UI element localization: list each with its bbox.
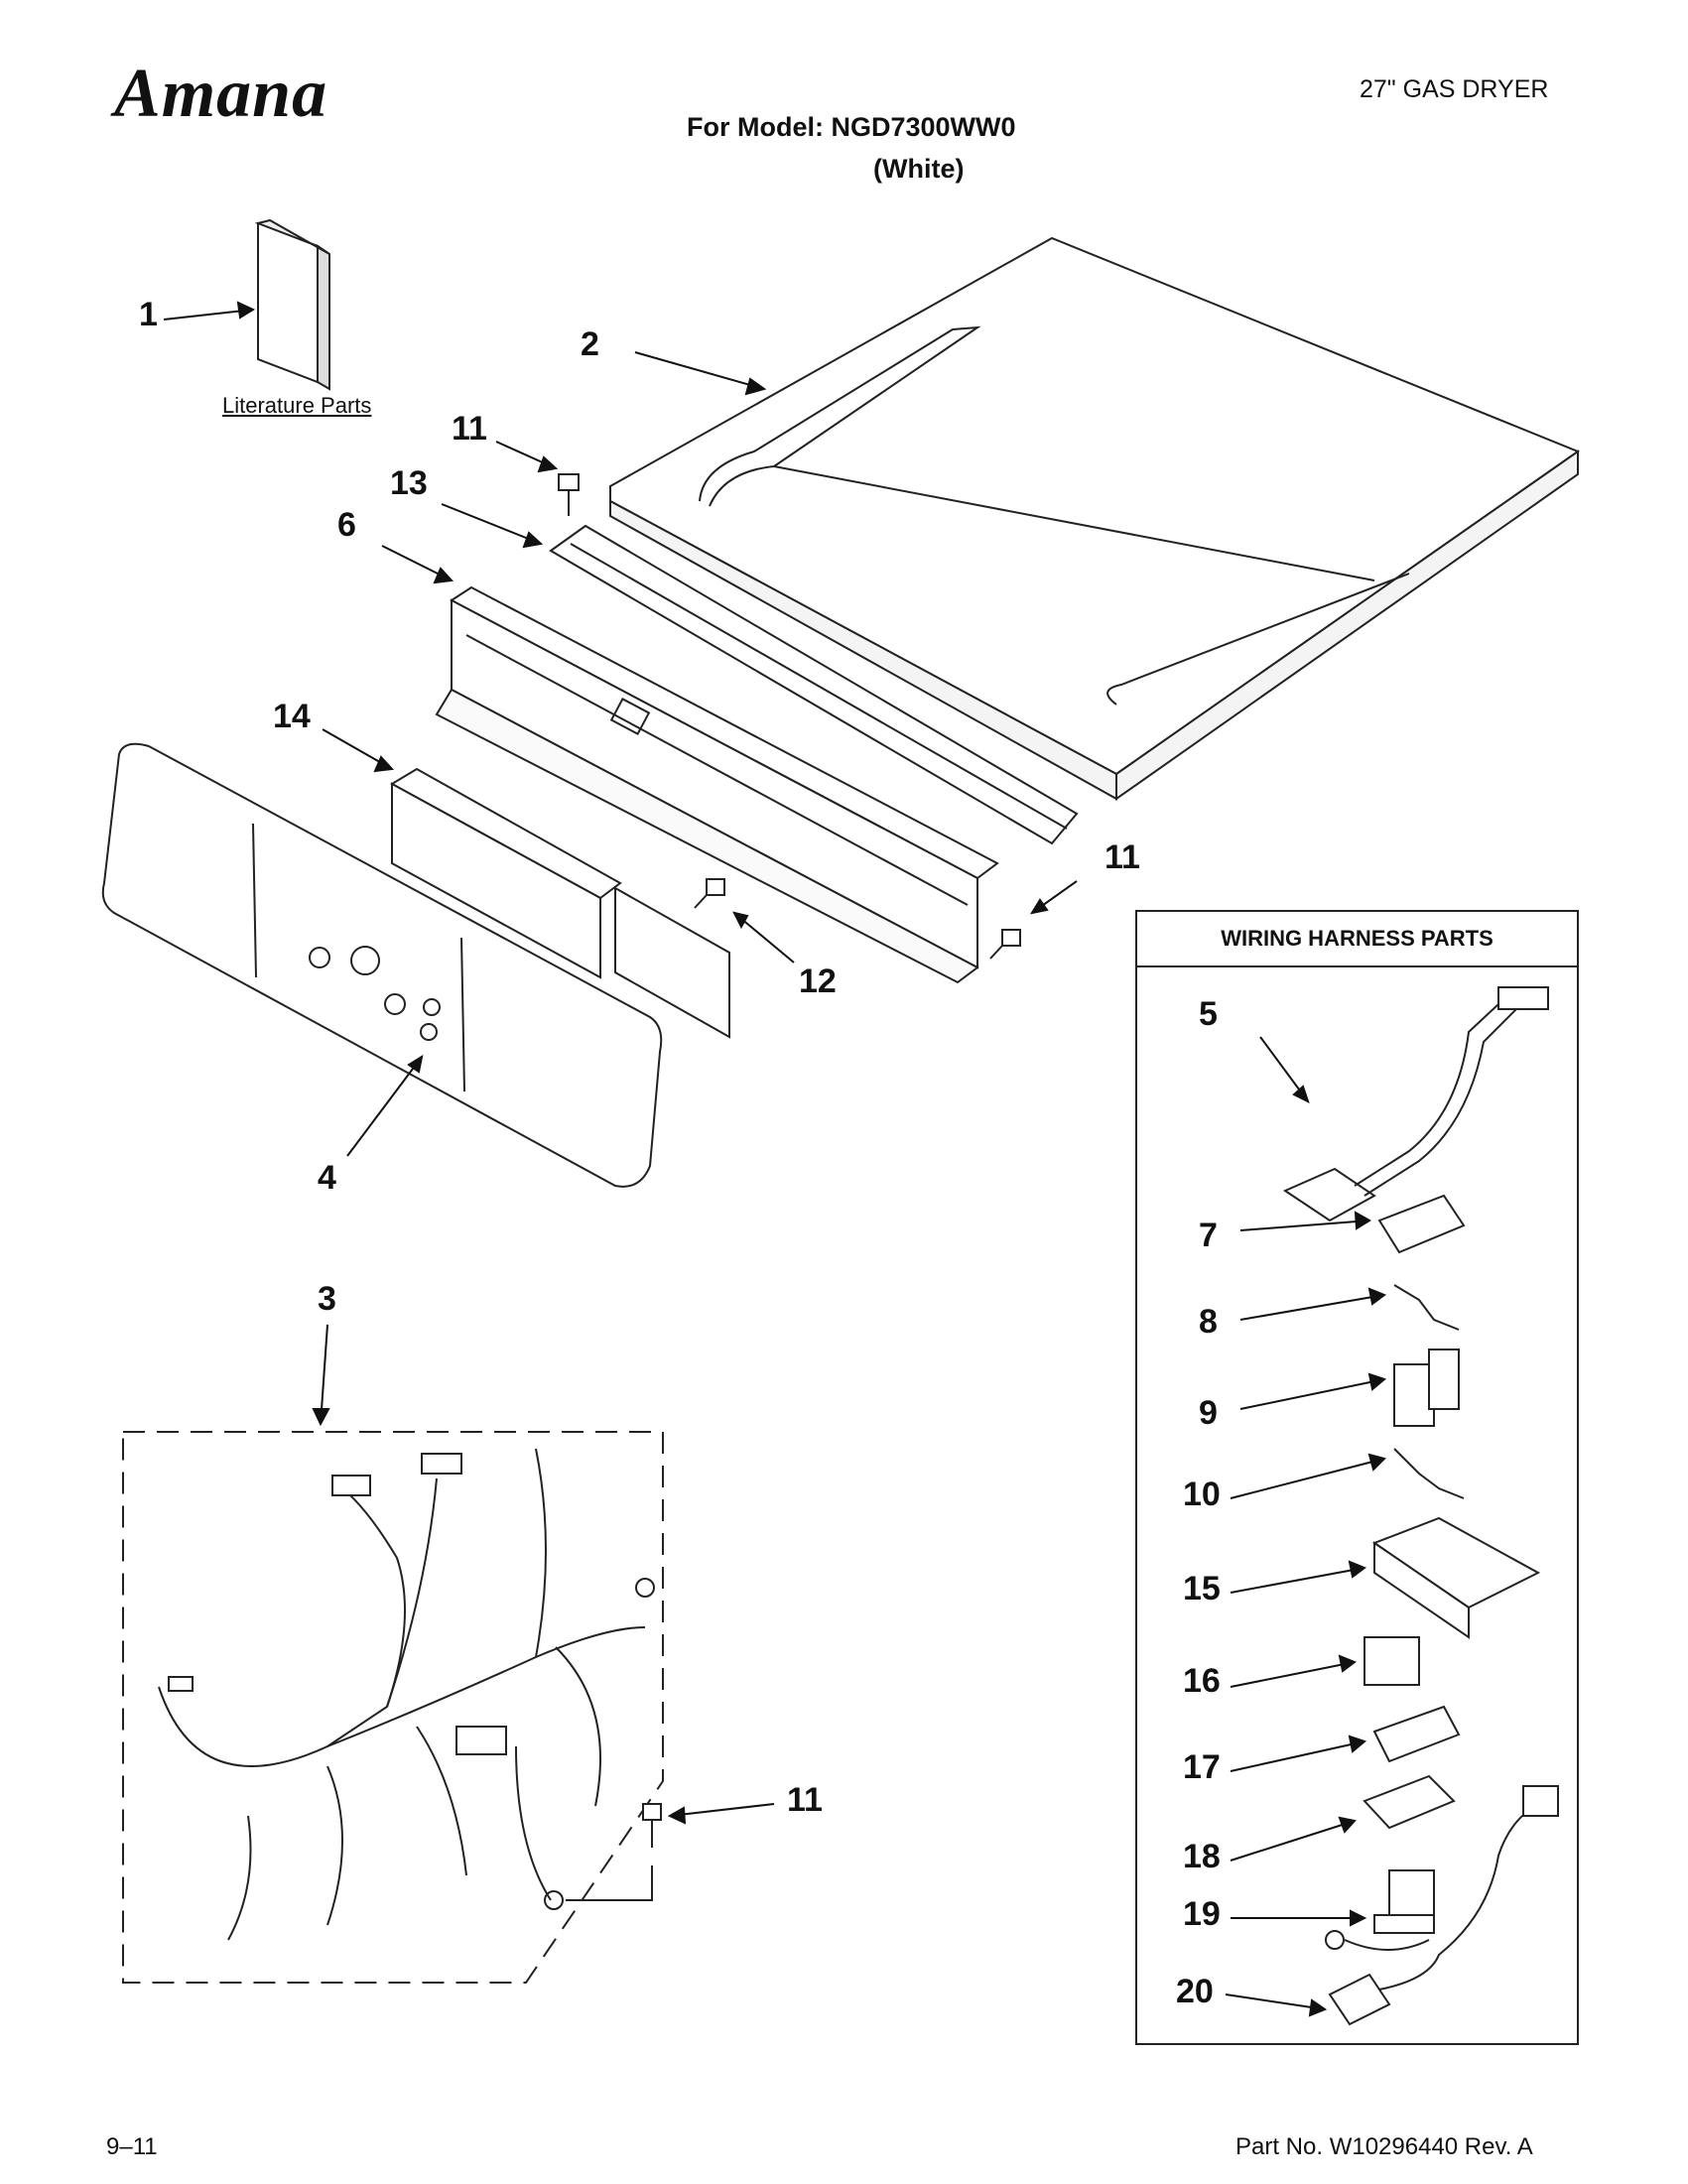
- console-part: [101, 742, 663, 1188]
- screw-top-part: [558, 473, 580, 516]
- callout-13: 13: [390, 464, 428, 502]
- screw-bottom-part: [566, 1803, 662, 1901]
- callout-11-top: 11: [452, 410, 487, 448]
- model-color: (White): [873, 154, 965, 184]
- screw-11-right-part: [989, 929, 1021, 960]
- callout-5: 5: [1199, 995, 1218, 1033]
- screw-12-part: [694, 878, 725, 909]
- amana-logo: Amana: [114, 56, 328, 132]
- callout-15: 15: [1183, 1570, 1221, 1607]
- callout-12: 12: [799, 963, 837, 1000]
- callout-2: 2: [581, 325, 599, 363]
- wiring-harness-parts-box: [1135, 910, 1579, 2045]
- callout-9: 9: [1199, 1394, 1218, 1432]
- literature-book-icon: [254, 218, 330, 391]
- control-board-part: [389, 767, 730, 1039]
- callout-8: 8: [1199, 1303, 1218, 1341]
- callout-11-right: 11: [1104, 838, 1140, 876]
- model-number: For Model: NGD7300WW0: [687, 112, 1016, 142]
- harness-20-part: [1325, 1785, 1559, 2026]
- callout-4: 4: [318, 1159, 336, 1197]
- page-number: 9–11: [106, 2133, 158, 2160]
- callout-14: 14: [273, 698, 311, 735]
- callout-20: 20: [1176, 1973, 1214, 2010]
- terminal-8-part: [1393, 1284, 1460, 1331]
- terminal-10-part: [1393, 1448, 1465, 1499]
- wiring-harness-parts-title: WIRING HARNESS PARTS: [1221, 926, 1493, 951]
- connector-18-part: [1363, 1774, 1456, 1830]
- connector-9-part: [1393, 1349, 1460, 1427]
- callout-18: 18: [1183, 1838, 1221, 1875]
- callout-17: 17: [1183, 1748, 1221, 1786]
- connector-17-part: [1372, 1705, 1461, 1763]
- callout-7: 7: [1199, 1217, 1218, 1254]
- wire-harness-part: [122, 1431, 664, 1984]
- document-title: 27" GAS DRYER: [1360, 75, 1549, 103]
- connector-19-part: [1373, 1869, 1435, 1934]
- callout-16: 16: [1183, 1662, 1221, 1700]
- callout-1: 1: [139, 296, 158, 333]
- connector-7-part: [1377, 1194, 1466, 1254]
- callout-11-bottom: 11: [787, 1781, 823, 1819]
- harness-plug-5-part: [1282, 986, 1549, 1222]
- console-back-part: [435, 585, 999, 984]
- connector-15-part: [1371, 1516, 1541, 1639]
- callout-10: 10: [1183, 1476, 1221, 1513]
- callout-3: 3: [318, 1280, 336, 1318]
- callout-19: 19: [1183, 1895, 1221, 1933]
- rail-bracket-part: [549, 524, 1079, 845]
- leader-arrows: [163, 301, 1387, 2017]
- top-panel-part: [609, 236, 1581, 801]
- literature-parts-label: Literature Parts: [222, 393, 372, 418]
- part-number: Part No. W10296440 Rev. A: [1235, 2133, 1533, 2160]
- callout-6: 6: [337, 506, 356, 544]
- connector-16-part: [1363, 1636, 1420, 1686]
